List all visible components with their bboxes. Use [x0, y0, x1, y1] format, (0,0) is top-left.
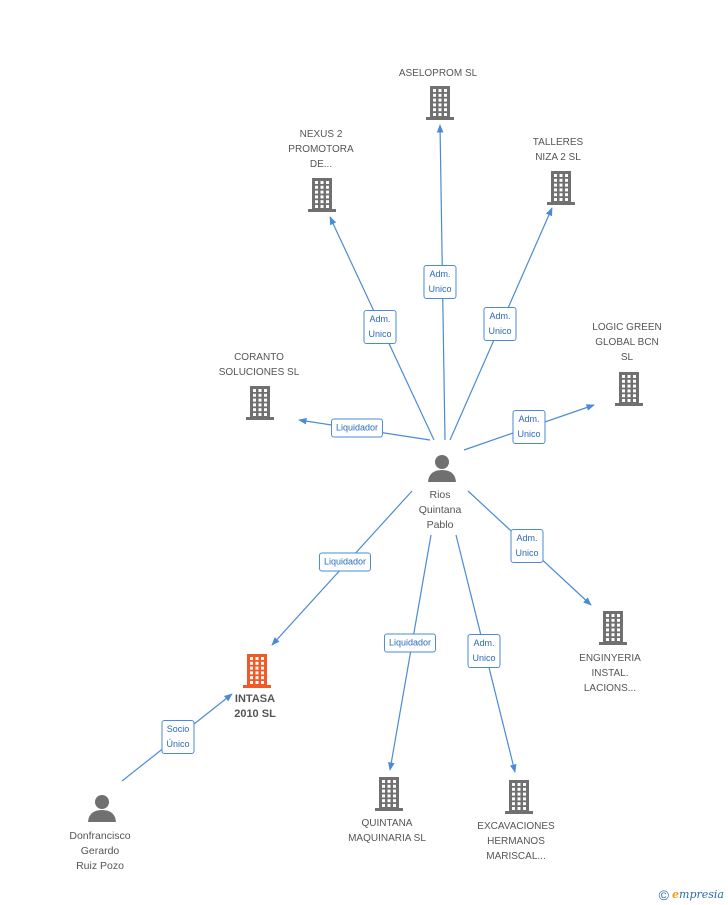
building-icon-aseloprom[interactable] — [426, 86, 454, 120]
edge-label-excavaciones[interactable]: Adm. Unico — [467, 634, 501, 668]
building-icon-logic[interactable] — [615, 372, 643, 406]
node-label-talleres[interactable]: TALLERES NIZA 2 SL — [532, 137, 584, 163]
building-icon-nexus[interactable] — [308, 178, 336, 212]
building-icon-talleres[interactable] — [547, 171, 575, 205]
edge-label-aseloprom[interactable]: Adm. Unico — [423, 265, 457, 299]
node-label-coranto[interactable]: CORANTO SOLUCIONES SL — [218, 352, 300, 378]
edge-label-enginyeria[interactable]: Adm. Unico — [510, 529, 544, 563]
edge-label-nexus[interactable]: Adm. Unico — [363, 310, 397, 344]
person-icon-donfrancisco[interactable] — [88, 795, 116, 822]
edge-label-logic[interactable]: Adm. Unico — [512, 410, 546, 444]
node-label-quintana[interactable]: QUINTANA MAQUINARIA SL — [348, 818, 426, 844]
node-label-nexus[interactable]: NEXUS 2 PROMOTORA DE... — [288, 129, 354, 170]
edges-layer — [121, 124, 595, 782]
edge-label-intasa[interactable]: Liquidador — [318, 552, 372, 572]
edge-label-coranto[interactable]: Liquidador — [330, 418, 384, 438]
building-icon-intasa[interactable] — [243, 654, 271, 688]
node-label-intasa[interactable]: INTASA 2010 SL — [234, 693, 276, 720]
edge-label-talleres[interactable]: Adm. Unico — [483, 307, 517, 341]
person-icon-rios[interactable] — [428, 455, 456, 482]
node-label-rios[interactable]: Rios Quintana Pablo — [418, 489, 462, 531]
building-icon-excavaciones[interactable] — [505, 780, 533, 814]
node-label-donfrancisco[interactable]: Donfrancisco Gerardo Ruiz Pozo — [69, 830, 131, 872]
building-icon-quintana[interactable] — [375, 777, 403, 811]
copyright-icon: © — [658, 887, 669, 903]
node-label-aseloprom[interactable]: ASELOPROM SL — [398, 68, 478, 79]
brand-name: empresia — [672, 887, 724, 901]
building-icon-coranto[interactable] — [246, 386, 274, 420]
edge-label-quintana[interactable]: Liquidador — [383, 633, 437, 653]
edge-rios-quintana — [387, 534, 432, 771]
node-label-excavaciones[interactable]: EXCAVACIONES HERMANOS MARISCAL... — [477, 821, 555, 862]
empresia-logo[interactable]: © empresia — [659, 887, 724, 903]
edge-label-intasa[interactable]: Socio Único — [161, 720, 195, 754]
node-label-logic[interactable]: LOGIC GREEN GLOBAL BCN SL — [592, 322, 662, 363]
building-icon-enginyeria[interactable] — [599, 611, 627, 645]
icons-layer — [88, 86, 643, 822]
node-label-enginyeria[interactable]: ENGINYERIA INSTAL. LACIONS... — [579, 653, 641, 694]
